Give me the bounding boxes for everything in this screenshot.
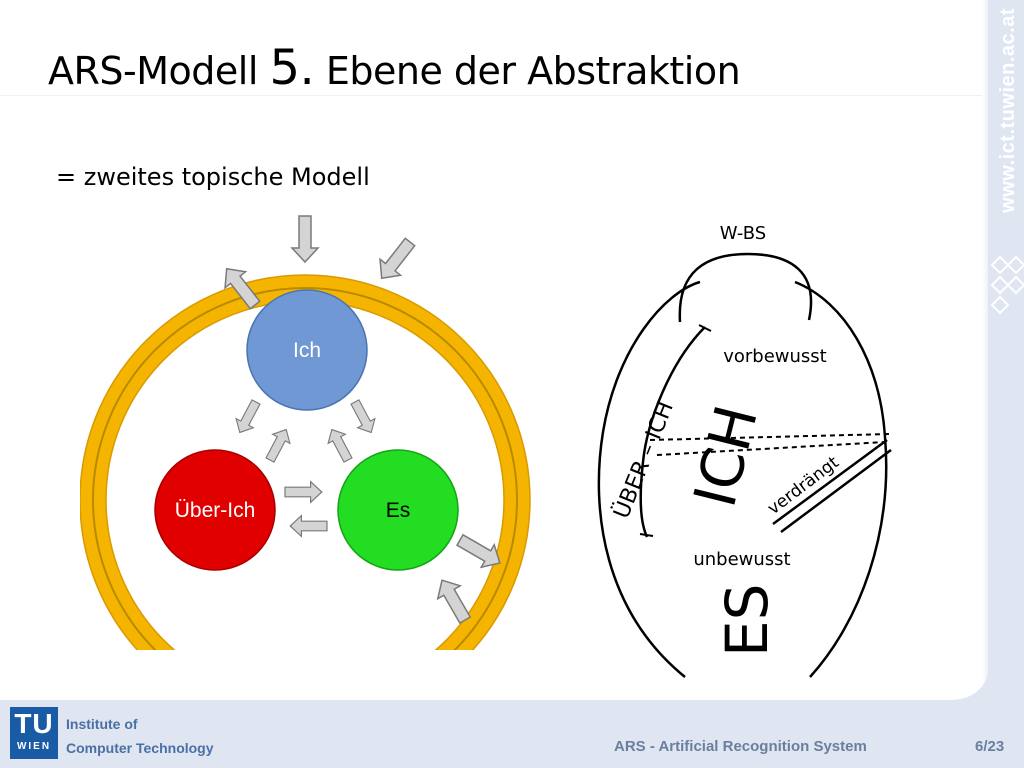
footer-corner-curve: [950, 640, 1024, 710]
unbewusst-label: unbewusst: [693, 549, 790, 570]
footer: [0, 700, 1024, 768]
repression-line-2: [780, 448, 892, 534]
ueber-ich-tick-top: [698, 324, 712, 332]
arrow-ueber-ich-to-ich: [260, 424, 296, 466]
title-number: 5.: [269, 40, 315, 96]
node-ueber-ich: [154, 449, 276, 571]
ueber-ich-label: ÜBER – ICH: [608, 398, 678, 522]
node-ich-label: Ich: [293, 339, 321, 362]
title-suffix: Ebene der Abstraktion: [325, 49, 741, 93]
arrow-ich-to-es: [345, 396, 381, 438]
side-strip-shadow: [982, 0, 988, 700]
page-title: ARS-Modell 5. Ebene der Abstraktion: [48, 40, 741, 96]
arrow-in-top-right: [370, 233, 421, 288]
ich-label: ICH: [681, 399, 771, 514]
title-prefix: ARS-Modell: [48, 49, 258, 93]
institute-name: Institute of Computer Technology: [66, 712, 214, 760]
side-hexagon-pattern: [990, 255, 1024, 315]
tu-wien-logo: TU WIEN: [10, 707, 58, 759]
side-url: www.ict.tuwien.ac.at: [997, 8, 1019, 213]
arrow-ueber-ich-to-es: [284, 481, 323, 503]
ring-model-diagram: Ich Über-Ich Es: [80, 215, 531, 650]
egg-outline: [597, 280, 888, 678]
logo-tu: TU: [14, 708, 54, 739]
threshold-dashed-lower: [656, 441, 886, 456]
vorbewusst-label: vorbewusst: [723, 346, 827, 367]
wbs-cap: [678, 252, 813, 323]
node-es-label: Es: [386, 499, 411, 522]
threshold-dashed-upper: [649, 433, 891, 441]
institute-line-2: Computer Technology: [66, 740, 214, 756]
arrow-ich-to-ueber-ich: [230, 396, 266, 438]
node-es: [337, 449, 459, 571]
institute-line-1: Institute of: [66, 716, 138, 732]
arrow-es-to-ueber-ich: [289, 514, 328, 538]
ring-outer-edge: [80, 274, 531, 650]
ring-middle-line: [92, 287, 518, 650]
es-label: ES: [713, 584, 781, 657]
presentation-title: ARS - Artificial Recognition System: [614, 738, 867, 755]
repression-line-1: [772, 438, 888, 526]
header-divider: [0, 95, 990, 96]
logo-wien: WIEN: [16, 741, 52, 752]
page-number: 6/23: [975, 738, 1005, 755]
side-strip: www.ict.tuwien.ac.at: [988, 0, 1024, 700]
arrow-in-top: [291, 215, 319, 263]
verdraengt-label: verdrängt: [764, 452, 843, 519]
arrow-es-to-ich: [322, 424, 358, 466]
ueber-ich-boundary: [639, 326, 706, 538]
topic-egg-diagram: W-BS ÜBER – ICH vorbewusst ICH verdrängt…: [597, 223, 892, 678]
node-ich: [246, 289, 368, 411]
node-ueber-ich-label: Über-Ich: [175, 499, 256, 522]
wbs-label: W-BS: [720, 223, 766, 244]
subtitle: = zweites topische Modell: [56, 163, 370, 191]
ueber-ich-tick-bottom: [639, 533, 654, 537]
